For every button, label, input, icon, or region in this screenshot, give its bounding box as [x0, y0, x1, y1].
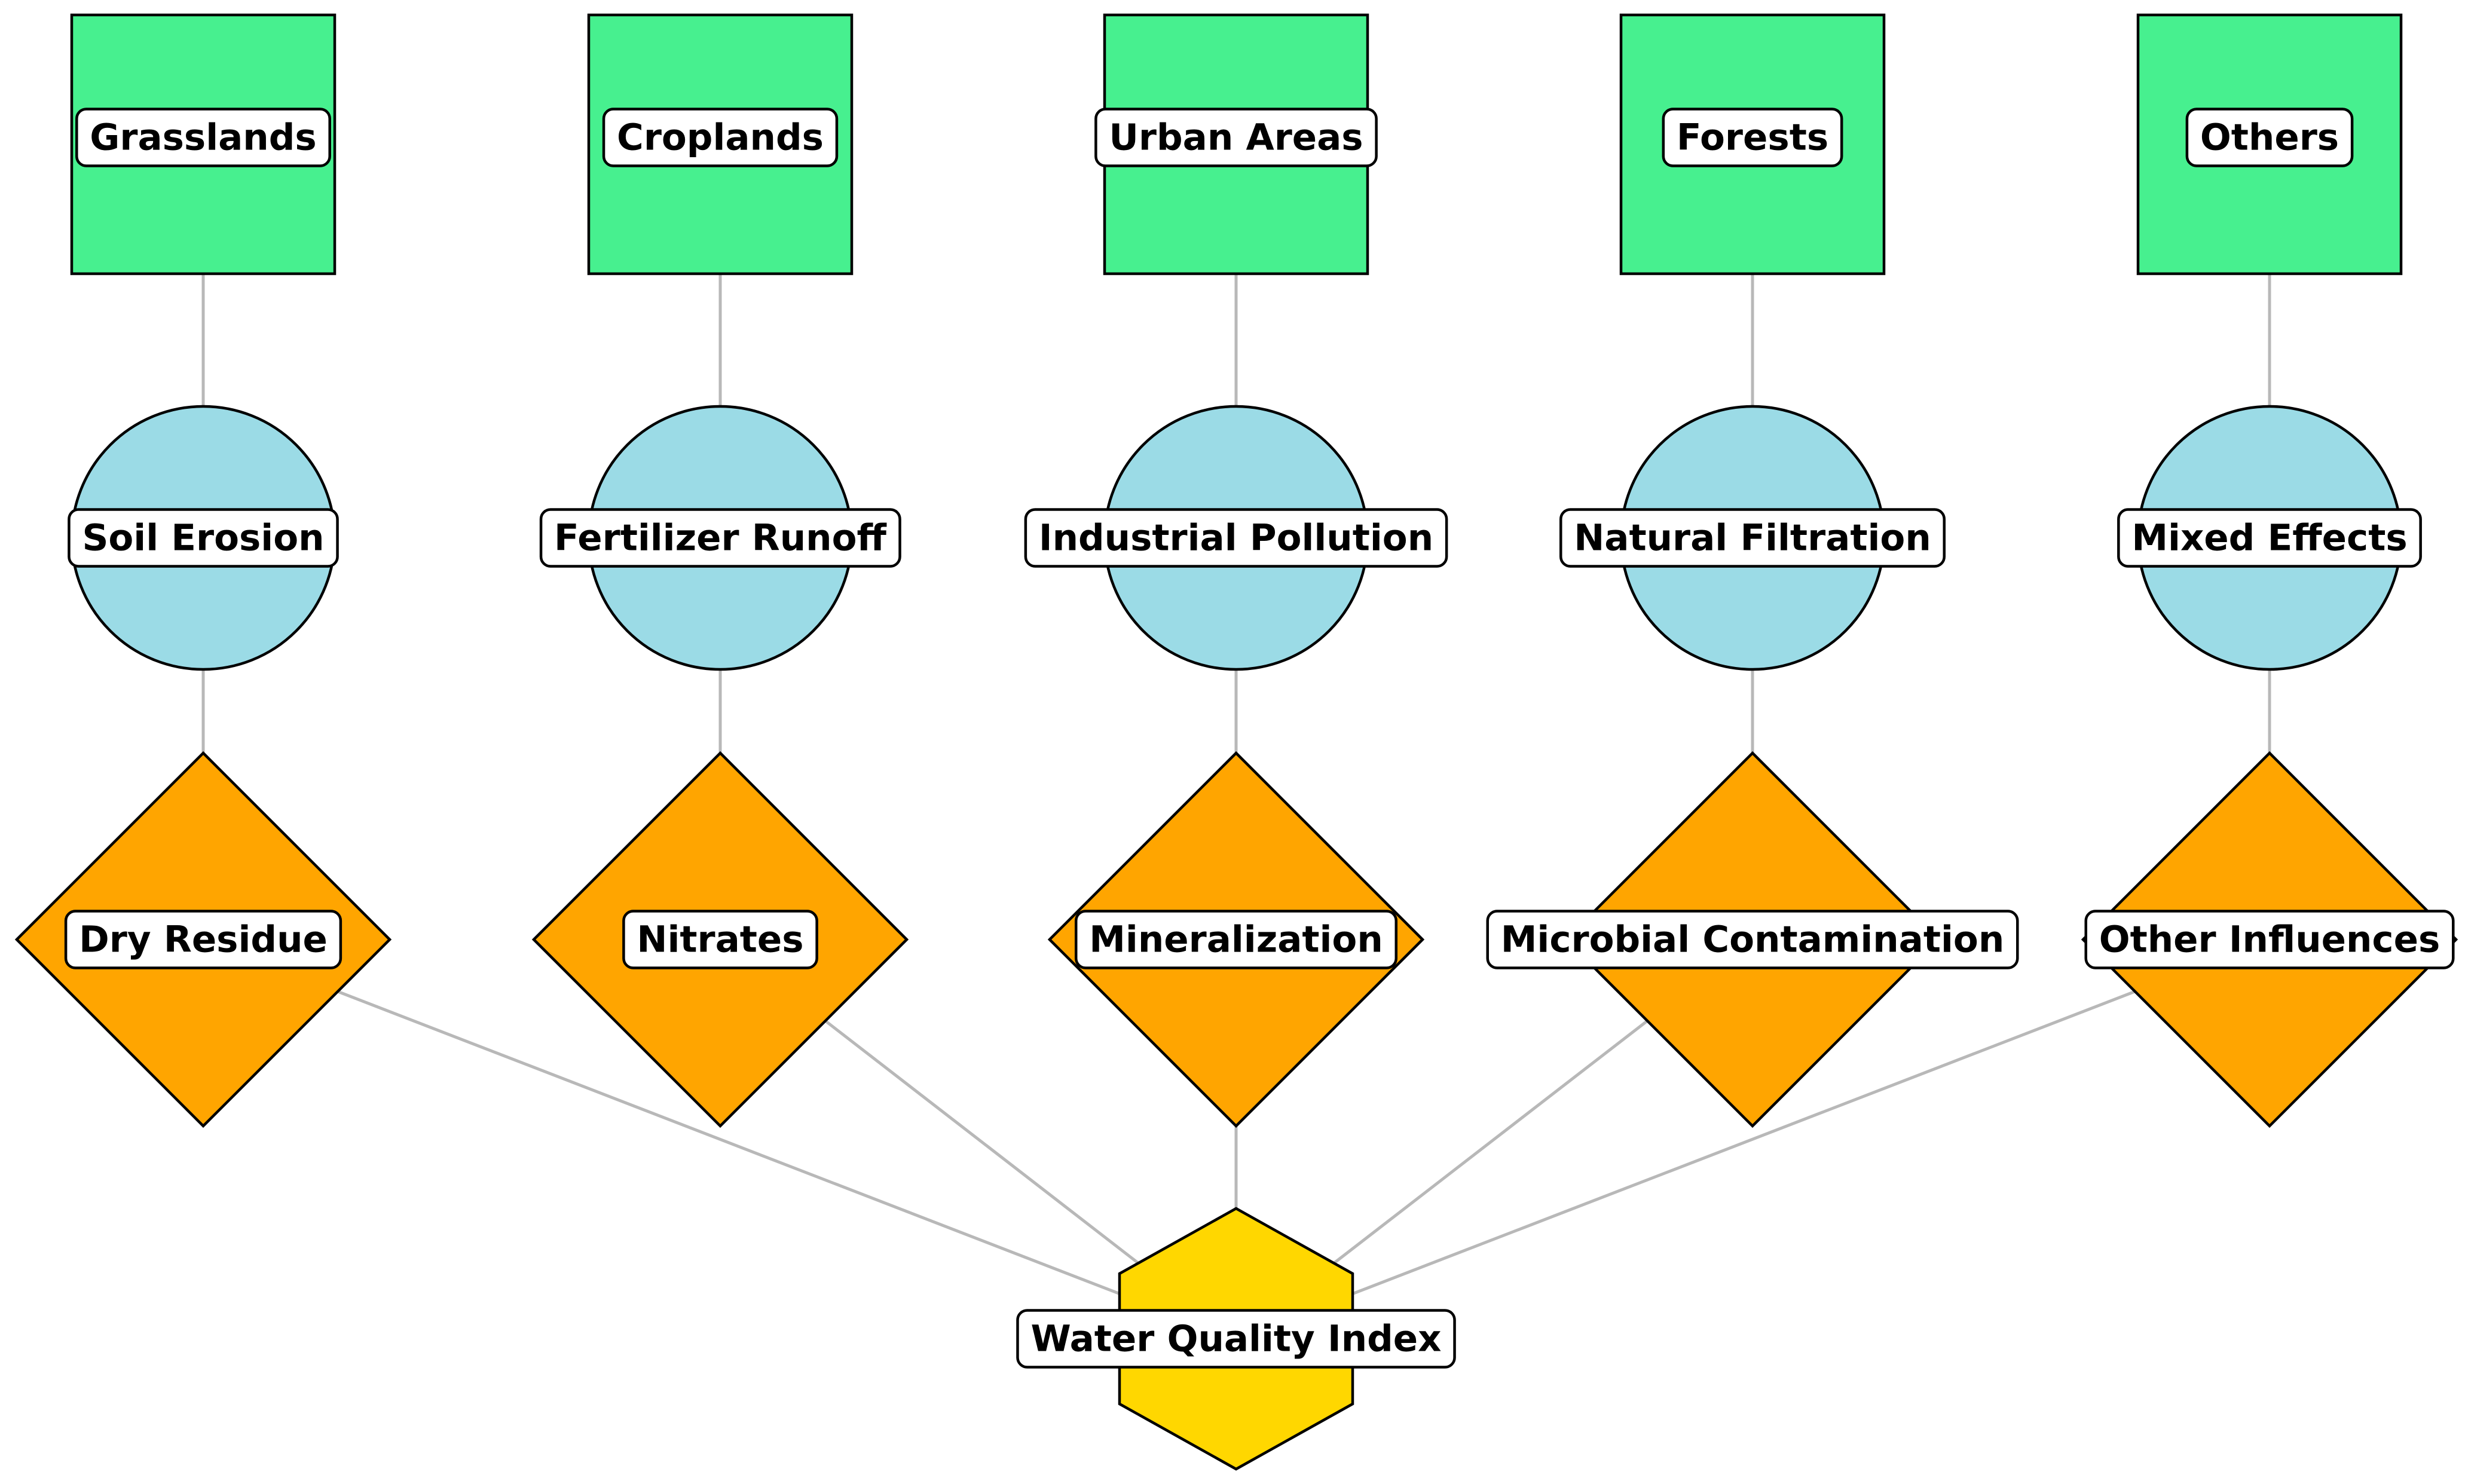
label-text-others: Others [2200, 117, 2339, 159]
label-text-other-influences: Other Influences [2099, 919, 2440, 961]
label-box-other-influences [2084, 910, 2455, 969]
label-box-forests [1662, 108, 1843, 167]
label-industrial-pollution: Industrial Pollution [1024, 508, 1448, 568]
label-text-water-quality-index: Water Quality Index [1030, 1318, 1441, 1360]
label-text-nitrates: Nitrates [637, 919, 803, 961]
label-soil-erosion: Soil Erosion [68, 508, 339, 568]
label-text-natural-filtration: Natural Filtration [1574, 517, 1931, 559]
label-water-quality-index: Water Quality Index [1016, 1309, 1456, 1369]
label-nitrates: Nitrates [622, 910, 818, 969]
label-dry-residue: Dry Residue [64, 910, 342, 969]
label-box-croplands [602, 108, 839, 167]
edge-other-influences-to-water-quality-index [1235, 938, 2270, 1341]
label-text-fertilizer-runoff: Fertilizer Runoff [554, 517, 886, 559]
label-box-natural-filtration [1559, 508, 1946, 568]
label-box-dry-residue [64, 910, 342, 969]
label-box-urban-areas [1094, 108, 1378, 167]
label-box-grasslands [75, 108, 331, 167]
label-text-forests: Forests [1677, 117, 1828, 159]
label-box-soil-erosion [68, 508, 339, 568]
label-text-mixed-effects: Mixed Effects [2131, 517, 2407, 559]
label-urban-areas: Urban Areas [1094, 108, 1378, 167]
label-text-microbial-contamination: Microbial Contamination [1501, 919, 2005, 961]
label-microbial-contamination: Microbial Contamination [1486, 910, 2019, 969]
label-text-industrial-pollution: Industrial Pollution [1039, 517, 1433, 559]
edge-layer [201, 137, 2271, 1341]
label-natural-filtration: Natural Filtration [1559, 508, 1946, 568]
label-text-mineralization: Mineralization [1089, 919, 1383, 961]
label-grasslands: Grasslands [75, 108, 331, 167]
label-mineralization: Mineralization [1074, 910, 1398, 969]
label-box-nitrates [622, 910, 818, 969]
label-others: Others [2185, 108, 2354, 167]
label-box-water-quality-index [1016, 1309, 1456, 1369]
edge-dry-residue-to-water-quality-index [203, 938, 1237, 1341]
label-box-mixed-effects [2117, 508, 2422, 568]
label-fertilizer-runoff: Fertilizer Runoff [539, 508, 901, 568]
label-box-fertilizer-runoff [539, 508, 901, 568]
label-box-mineralization [1074, 910, 1398, 969]
label-box-industrial-pollution [1024, 508, 1448, 568]
label-text-urban-areas: Urban Areas [1109, 117, 1363, 159]
label-text-dry-residue: Dry Residue [79, 919, 328, 961]
label-text-grasslands: Grasslands [90, 117, 316, 159]
label-mixed-effects: Mixed Effects [2117, 508, 2422, 568]
label-text-croplands: Croplands [617, 117, 824, 159]
label-other-influences: Other Influences [2084, 910, 2455, 969]
label-box-others [2185, 108, 2354, 167]
label-croplands: Croplands [602, 108, 839, 167]
label-box-microbial-contamination [1486, 910, 2019, 969]
label-text-soil-erosion: Soil Erosion [82, 517, 324, 559]
label-forests: Forests [1662, 108, 1843, 167]
